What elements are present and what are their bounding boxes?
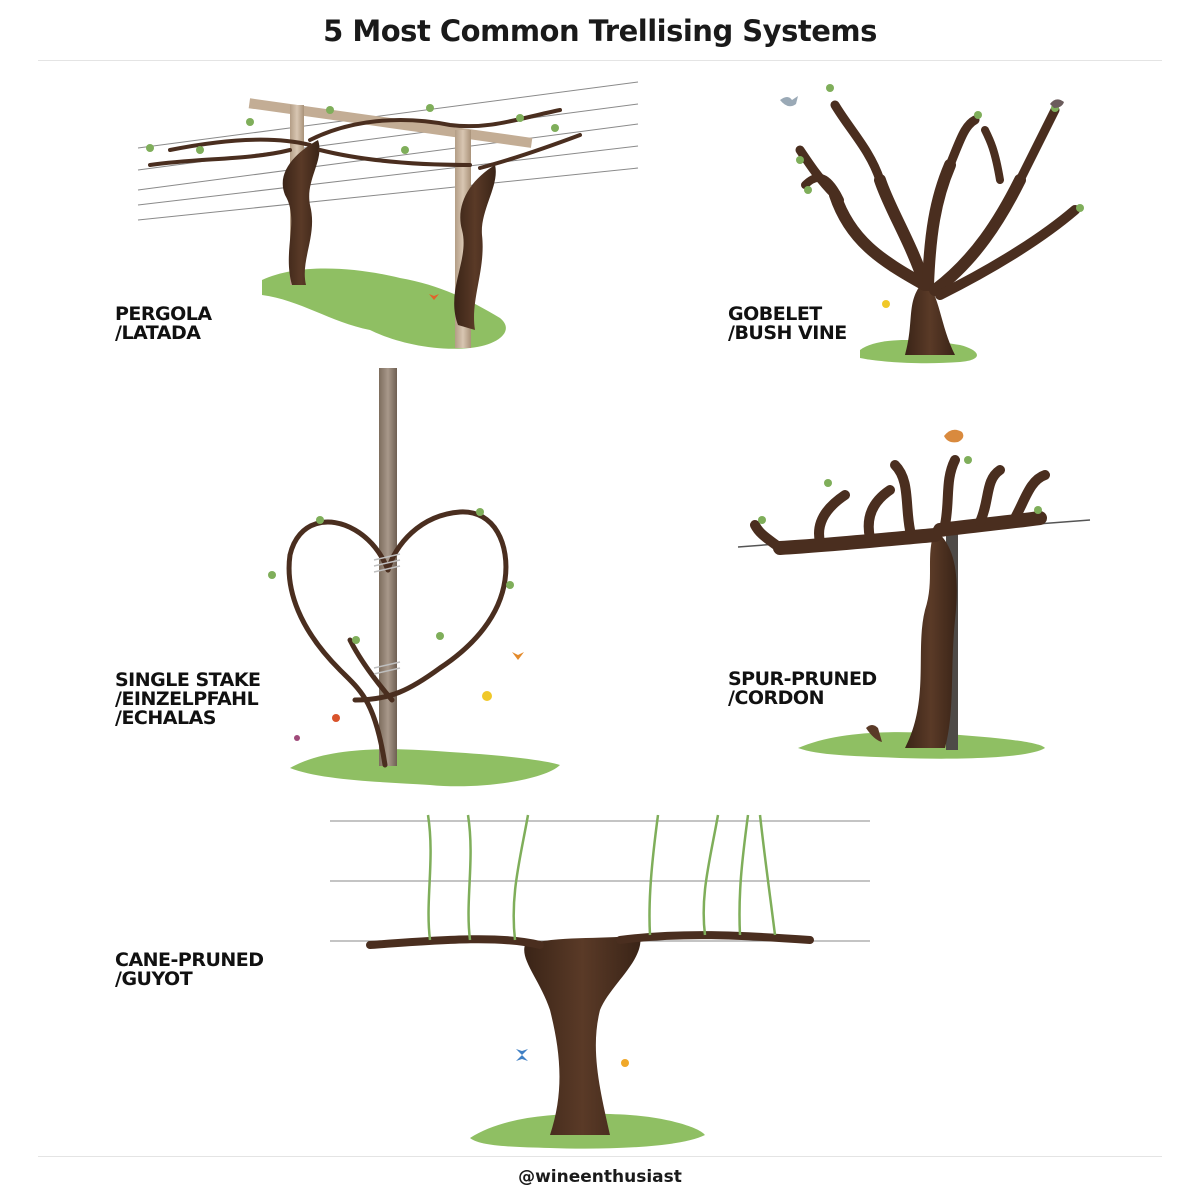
bottom-divider <box>38 1156 1162 1157</box>
pergola-trunk-right <box>454 165 496 330</box>
gobelet-bird-left-icon <box>780 96 798 107</box>
pergola-grass <box>262 268 506 349</box>
spur-pruned-ground-bird-icon <box>866 725 882 742</box>
single-stake-flower-yellow-icon <box>482 691 492 701</box>
page-title: 5 Most Common Trellising Systems <box>323 14 877 48</box>
label-pergola-line-1: PERGOLA <box>115 303 212 325</box>
label-single-stake-line-2: /EINZELPFAHL <box>115 688 259 710</box>
gobelet-bird-right-icon <box>1050 99 1064 108</box>
cane-pruned-wires <box>330 820 870 942</box>
label-single-stake-line-3: /ECHALAS <box>115 707 216 729</box>
label-pergola: PERGOLA /LATADA <box>115 305 212 343</box>
spur-pruned-leaves <box>758 456 1042 524</box>
pergola-trunk-left <box>282 140 320 285</box>
spur-pruned-bird-icon <box>944 429 964 443</box>
single-stake-flower-red-icon <box>332 714 340 722</box>
gobelet-leaves <box>796 84 1084 212</box>
pergola-wires <box>137 81 639 221</box>
label-spur-pruned: SPUR-PRUNED /CORDON <box>728 670 877 708</box>
label-cane-pruned-line-1: CANE-PRUNED <box>115 949 264 971</box>
label-spur-pruned-line-1: SPUR-PRUNED <box>728 668 877 690</box>
single-stake-heart-vine <box>286 509 509 768</box>
label-gobelet-line-1: GOBELET <box>728 303 822 325</box>
label-cane-pruned-line-2: /GUYOT <box>115 968 193 990</box>
label-single-stake: SINGLE STAKE /EINZELPFAHL /ECHALAS <box>115 671 261 728</box>
spur-pruned-cordon <box>750 455 1050 555</box>
label-single-stake-line-1: SINGLE STAKE <box>115 669 261 691</box>
single-stake-butterfly-icon <box>512 652 524 660</box>
footer-handle: @wineenthusiast <box>518 1167 682 1187</box>
gobelet-illustration <box>780 84 1084 364</box>
top-divider <box>38 60 1162 61</box>
cane-pruned-illustration <box>330 814 870 1149</box>
gobelet-arms <box>795 100 1080 300</box>
cane-pruned-trunk <box>524 935 641 1135</box>
cane-pruned-flower-icon <box>621 1059 629 1067</box>
pergola-illustration <box>137 81 639 349</box>
pergola-butterfly-icon <box>429 294 439 300</box>
single-stake-flower-purple-icon <box>294 735 300 741</box>
cane-pruned-shoots <box>426 814 777 941</box>
gobelet-flower-icon <box>882 300 890 308</box>
single-stake-leaves <box>268 508 514 644</box>
spur-pruned-trunk <box>905 530 957 748</box>
pergola-leaves <box>146 104 559 154</box>
single-stake-ties <box>373 553 401 675</box>
label-gobelet: GOBELET /BUSH VINE <box>728 305 847 343</box>
spur-pruned-illustration <box>737 429 1091 759</box>
label-spur-pruned-line-2: /CORDON <box>728 687 824 709</box>
single-stake-grass <box>290 749 560 787</box>
label-pergola-line-2: /LATADA <box>115 322 201 344</box>
label-gobelet-line-2: /BUSH VINE <box>728 322 847 344</box>
label-cane-pruned: CANE-PRUNED /GUYOT <box>115 951 264 989</box>
single-stake-illustration <box>268 368 560 787</box>
gobelet-trunk <box>905 280 955 355</box>
cane-pruned-butterfly-icon <box>516 1049 528 1061</box>
cane-pruned-canes <box>366 931 814 949</box>
